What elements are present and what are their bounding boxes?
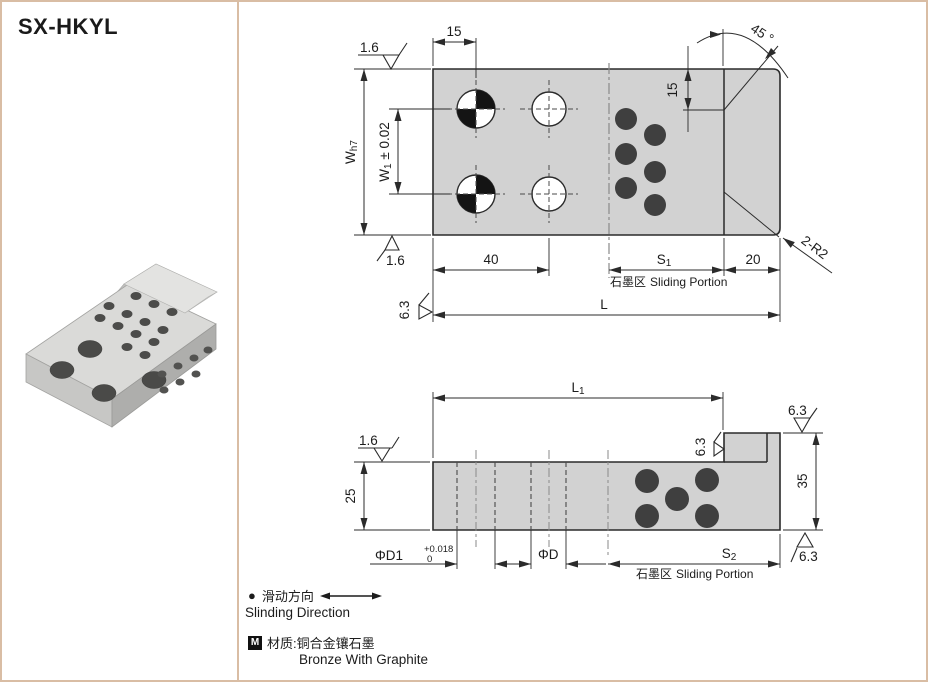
- roughness-step-top-label: 6.3: [788, 403, 807, 418]
- sliding-direction-cn: 滑动方向: [261, 589, 314, 604]
- dim-d1-tol-lower: 0: [427, 554, 432, 565]
- roughness-symbol-bottom: 1.6: [376, 234, 405, 268]
- dim-15-top: 15: [432, 24, 477, 78]
- dim-40: 40: [432, 238, 550, 322]
- dim-20: 20: [724, 238, 781, 322]
- material-icon: M: [248, 635, 262, 650]
- dim-d1-d: ΦD1 +0.018 0 ΦD: [370, 544, 606, 568]
- dim-s1-label: S1: [657, 252, 672, 269]
- sliding-direction-row: ● 滑动方向: [248, 586, 382, 605]
- product-3d-block: [25, 263, 218, 428]
- corner-radius-label: 2-R2: [799, 233, 831, 263]
- dim-l: L 6.3: [397, 292, 780, 320]
- graphite-plugs-top: [615, 108, 666, 216]
- roughness-top-label: 1.6: [360, 40, 379, 55]
- roughness-bottom-label: 1.6: [386, 253, 405, 268]
- top-view: 15 1.6 45 ° Wh7: [343, 21, 833, 322]
- dim-15-chamfer: 15: [665, 46, 724, 132]
- material-row: M 材质:铜合金镶石墨: [248, 633, 375, 652]
- roughness-step-label: 6.3: [693, 438, 708, 457]
- sliding-direction-en: Slinding Direction: [245, 605, 351, 620]
- roughness-symbol-top: 1.6: [358, 40, 408, 71]
- dim-40-label: 40: [483, 252, 498, 267]
- dim-w1-label: W1 ± 0.02: [377, 122, 394, 182]
- dim-d1-tol-upper: +0.018: [424, 544, 453, 555]
- graphite-plugs-side: [635, 468, 719, 528]
- page-title: SX-HKYL: [18, 14, 119, 39]
- roughness-l-label: 6.3: [397, 301, 412, 320]
- dim-s2-label: S2: [722, 546, 737, 563]
- bullet-icon: ●: [248, 588, 256, 603]
- dim-d1-label: ΦD1: [375, 548, 403, 563]
- column-divider: [237, 2, 239, 680]
- dim-15-top-label: 15: [446, 24, 461, 39]
- dim-35-label: 35: [795, 473, 810, 488]
- dim-l1: L1: [432, 380, 724, 458]
- product-photo: [25, 263, 218, 428]
- top-view-outline: [432, 68, 781, 236]
- roughness-side-top-label: 1.6: [359, 433, 378, 448]
- side-view: L1 1.6 6.3 6.3: [343, 380, 823, 581]
- material-en: Bronze With Graphite: [299, 652, 429, 667]
- dim-w1: W1 ± 0.02: [377, 108, 450, 195]
- dim-20-label: 20: [745, 252, 760, 267]
- dim-l-label: L: [600, 297, 608, 312]
- double-arrow-icon: [319, 592, 382, 599]
- roughness-symbol-step: 6.3: [693, 431, 725, 458]
- dim-l1-label: L1: [571, 380, 585, 397]
- dim-w-label: Wh7: [343, 140, 360, 164]
- roughness-side-bottom-label: 6.3: [799, 549, 818, 564]
- dim-45-label: 45 °: [748, 21, 776, 47]
- side-view-outline: [432, 432, 781, 531]
- dim-25-label: 25: [343, 488, 358, 503]
- dim-15-chamfer-label: 15: [665, 82, 680, 97]
- dim-25: 25: [343, 461, 430, 531]
- roughness-symbol-side-bottom: 6.3: [790, 531, 818, 564]
- dim-35: 35: [783, 432, 823, 531]
- roughness-symbol-side-top: 1.6: [358, 433, 400, 463]
- dim-w: Wh7: [343, 68, 431, 236]
- dim-d-label: ΦD: [538, 547, 559, 562]
- roughness-symbol-step-top: 6.3: [788, 403, 818, 434]
- corner-radius-callout: 2-R2: [782, 233, 833, 274]
- material-cn: 材质:铜合金镶石墨: [267, 636, 375, 651]
